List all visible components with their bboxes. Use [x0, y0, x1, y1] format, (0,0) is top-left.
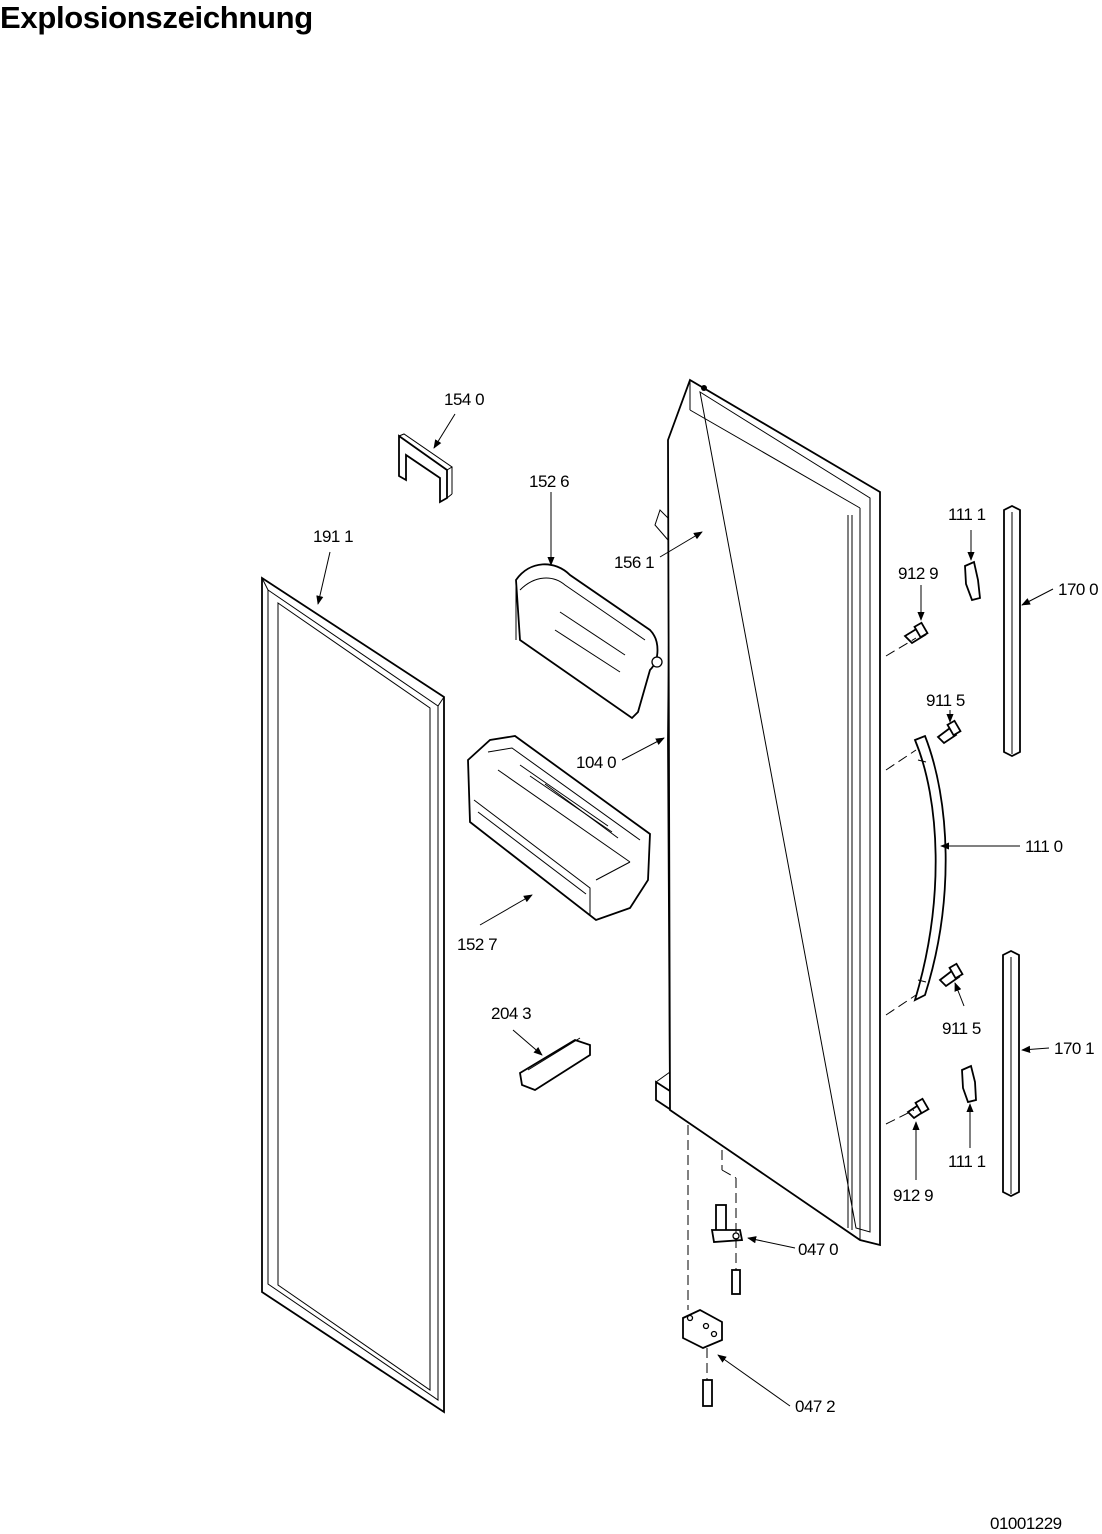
clip-1111-bottom [961, 1064, 977, 1104]
bracket-part [519, 1037, 591, 1092]
label-1911: 191 1 [313, 527, 353, 546]
label-1540: 154 0 [444, 390, 484, 409]
label-1561: 156 1 [614, 553, 654, 572]
label-1701: 170 1 [1054, 1039, 1094, 1058]
screw-9115-bottom [938, 962, 964, 988]
screw-9129-bottom [906, 1097, 930, 1120]
screw-9129-top [903, 621, 929, 645]
label-9129-top: 912 9 [898, 564, 938, 583]
label-1111-top: 111 1 [948, 505, 986, 524]
label-1040: 104 0 [576, 753, 616, 772]
label-1526: 152 6 [529, 472, 569, 491]
label-2043: 204 3 [491, 1004, 531, 1023]
label-9129-bottom: 912 9 [893, 1186, 933, 1205]
label-1700: 170 0 [1058, 580, 1098, 599]
door-trim-lower [1002, 949, 1020, 1198]
door-shelf-bin [467, 735, 651, 922]
clip-part [398, 433, 453, 504]
hinge-pin [710, 1204, 744, 1295]
door-trim-upper [1003, 504, 1021, 758]
part-labels: 154 0 152 6 191 1 156 1 111 1 912 9 170 … [313, 390, 1099, 1416]
assembly-lines [687, 637, 917, 1380]
leader-arrows [316, 413, 1054, 1407]
label-1527: 152 7 [457, 935, 497, 954]
label-0470: 047 0 [798, 1240, 838, 1259]
document-number: 01001229 [990, 1514, 1062, 1533]
door-gasket [261, 576, 445, 1414]
label-9115-top: 911 5 [926, 691, 965, 710]
page-title: Explosionszeichnung [0, 0, 313, 35]
outer-door-panel [667, 378, 881, 1247]
hinge-plate [682, 1308, 723, 1407]
label-1110: 111 0 [1025, 837, 1063, 856]
dairy-compartment-cover [515, 563, 663, 720]
door-handle [913, 734, 947, 1002]
label-9115-bottom: 911 5 [942, 1019, 981, 1038]
label-0472: 047 2 [795, 1397, 835, 1416]
clip-1111-top [964, 560, 981, 602]
screw-9115-top [936, 719, 962, 745]
label-1111-bottom: 111 1 [948, 1152, 986, 1171]
